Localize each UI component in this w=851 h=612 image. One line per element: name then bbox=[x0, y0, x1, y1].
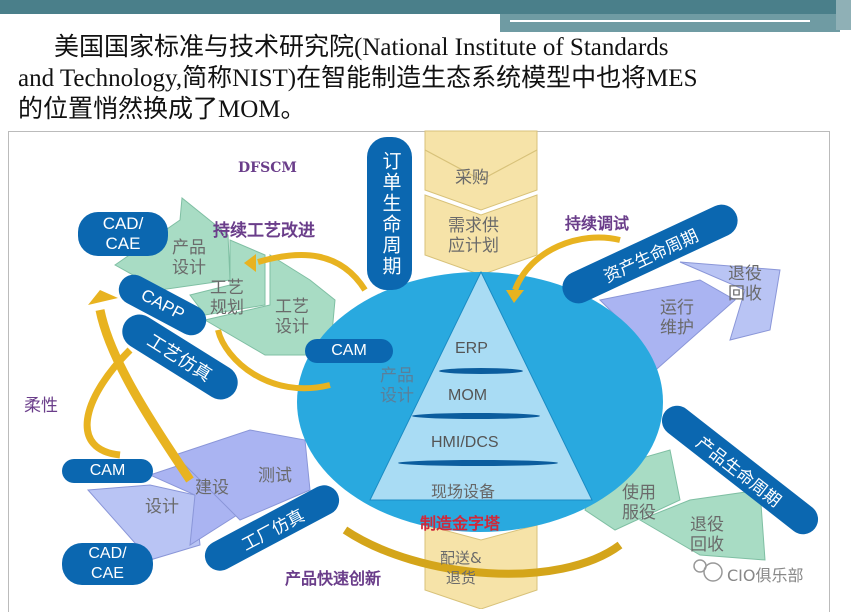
circle-product-design-line-1: 产品 bbox=[380, 366, 414, 386]
arrowhead-3 bbox=[506, 290, 524, 303]
manufacturing-pyramid bbox=[369, 270, 593, 501]
cad-cae-label-2: CAE bbox=[105, 234, 141, 253]
build-label: 建设 bbox=[195, 478, 229, 498]
test-shape bbox=[174, 429, 311, 521]
wechat-icon-2 bbox=[693, 559, 707, 573]
pyramid-level-hmi-dcs: HMI/DCS bbox=[431, 434, 499, 451]
slide-top-bar bbox=[0, 0, 851, 14]
cam-pill-mid: CAM bbox=[305, 339, 393, 363]
wechat-icon bbox=[703, 562, 723, 582]
cad-cae-bottom-label-1: CAD/ bbox=[88, 545, 127, 562]
heading-line-1: 美国国家标准与技术研究院(National Institute of Stand… bbox=[54, 34, 669, 61]
delivery-label: 配送&退货 bbox=[440, 548, 482, 588]
process-planning-line-1: 工艺 bbox=[210, 278, 244, 298]
arrow-commissioning bbox=[512, 234, 621, 292]
arrow-rapid-innovation bbox=[342, 526, 623, 578]
decommission-2-line-2: 回收 bbox=[690, 535, 724, 555]
process-improvement-label: 持续工艺改进 bbox=[213, 221, 315, 241]
demand-plan-label: 需求供应计划 bbox=[448, 216, 499, 256]
process-design-shape bbox=[203, 254, 336, 356]
test-label: 测试 bbox=[258, 466, 292, 486]
cam-pill-low: CAM bbox=[62, 459, 153, 483]
cad-cae-bottom-pill: CAD/CAE bbox=[62, 543, 153, 585]
pyramid-level-mom: MOM bbox=[448, 387, 488, 404]
delivery-chevron bbox=[424, 524, 538, 609]
flexibility-label: 柔性 bbox=[24, 396, 58, 416]
arrow-flex-up bbox=[95, 309, 194, 483]
decommission-1-line-2: 回收 bbox=[728, 284, 762, 304]
decommission-label-1: 退役回收 bbox=[728, 264, 762, 304]
pyramid-divider-1 bbox=[439, 368, 523, 374]
slide-top-line bbox=[510, 20, 810, 22]
demand-plan-line-1: 需求供 bbox=[448, 216, 499, 236]
arrowhead-2 bbox=[88, 290, 118, 305]
continuous-commissioning-label: 持续调试 bbox=[565, 214, 630, 233]
pyramid-level-field-devices: 现场设备 bbox=[431, 482, 496, 501]
rapid-innovation-label: 产品快速创新 bbox=[285, 569, 382, 588]
delivery-line-2: 退货 bbox=[445, 569, 476, 587]
arrowhead-1 bbox=[244, 254, 256, 272]
operation-line-1: 运行 bbox=[660, 298, 694, 318]
pyramid-level-erp: ERP bbox=[455, 340, 488, 357]
order-lifecycle-pill: 订单生命周期 bbox=[367, 137, 412, 290]
heading-line-2: and Technology,简称NIST)在智能制造生态系统模型中也将MES bbox=[18, 65, 698, 92]
process-planning-line-2: 规划 bbox=[210, 298, 244, 318]
dfscm-label: DFSCM bbox=[238, 160, 297, 176]
decommission-shape-2 bbox=[638, 489, 766, 561]
circle-product-design-label: 产品设计 bbox=[380, 366, 414, 406]
product-design-line-1: 产品 bbox=[172, 238, 206, 258]
cad-cae-label-1: CAD/ bbox=[102, 214, 144, 233]
slide-heading: 美国国家标准与技术研究院(National Institute of Stand… bbox=[18, 32, 818, 125]
arrow-cam-loop bbox=[215, 329, 331, 392]
process-design-line-1: 工艺 bbox=[275, 297, 309, 317]
process-planning-label: 工艺规划 bbox=[210, 278, 244, 318]
diagram-frame bbox=[8, 131, 830, 612]
slide-top-band bbox=[500, 14, 840, 32]
procurement-chevron-2 bbox=[424, 149, 538, 211]
product-design-label: 产品设计 bbox=[172, 238, 206, 278]
in-service-line-1: 使用 bbox=[622, 483, 656, 503]
operation-line-2: 维护 bbox=[660, 318, 694, 338]
decommission-shape-1 bbox=[679, 261, 781, 341]
procurement-label: 采购 bbox=[455, 168, 489, 188]
decommission-1-line-1: 退役 bbox=[728, 264, 762, 284]
pyramid-divider-3 bbox=[398, 460, 558, 466]
delivery-line-1: 配送& bbox=[440, 549, 482, 567]
decommission-label-2: 退役回收 bbox=[690, 515, 724, 555]
circle-product-design-line-2: 设计 bbox=[380, 386, 414, 406]
cad-cae-top-pill: CAD/CAE bbox=[78, 212, 168, 256]
demand-plan-line-2: 应计划 bbox=[448, 236, 499, 256]
product-design-line-2: 设计 bbox=[172, 258, 206, 278]
decommission-2-line-1: 退役 bbox=[690, 515, 724, 535]
heading-line-3: 的位置悄然换成了MOM。 bbox=[18, 96, 306, 123]
arrow-process-improvement bbox=[257, 252, 368, 292]
cad-cae-bottom-label-2: CAE bbox=[91, 565, 124, 582]
watermark: CIO俱乐部 bbox=[727, 566, 804, 585]
process-design-label: 工艺设计 bbox=[275, 297, 309, 337]
arrow-flex bbox=[83, 347, 133, 459]
process-design-line-2: 设计 bbox=[275, 317, 309, 337]
in-service-label: 使用服役 bbox=[622, 483, 656, 523]
demand-plan-chevron bbox=[424, 194, 538, 276]
in-service-line-2: 服役 bbox=[622, 503, 656, 523]
design-label: 设计 bbox=[145, 497, 179, 517]
slide-corner-bar bbox=[836, 0, 851, 30]
pyramid-divider-2 bbox=[412, 413, 540, 419]
pyramid-title: 制造金字塔 bbox=[420, 514, 501, 533]
operation-label: 运行维护 bbox=[660, 298, 694, 338]
